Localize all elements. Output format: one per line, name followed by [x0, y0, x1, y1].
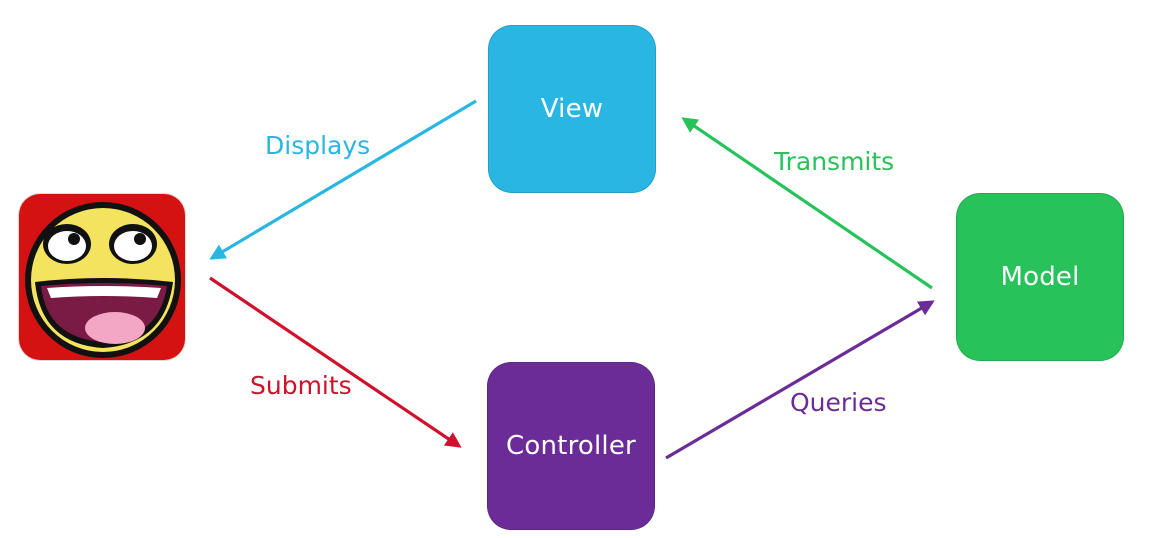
transmits-label: Transmits	[774, 147, 895, 176]
transmits-arrow	[681, 117, 933, 290]
queries-label: Queries	[790, 388, 887, 417]
controller-node: Controller	[487, 362, 655, 530]
displays-label: Displays	[265, 131, 371, 160]
displays-arrow	[209, 99, 477, 260]
view-node: View	[488, 25, 656, 193]
submits-label: Submits	[250, 371, 352, 400]
user-avatar-tile	[18, 193, 186, 361]
controller-node-label: Controller	[506, 431, 636, 461]
model-node-label: Model	[1000, 262, 1080, 292]
awesome-smiley-face-icon	[19, 194, 185, 360]
queries-arrow	[665, 300, 935, 460]
model-node: Model	[956, 193, 1124, 361]
view-node-label: View	[540, 94, 604, 124]
submits-arrow	[209, 276, 462, 448]
